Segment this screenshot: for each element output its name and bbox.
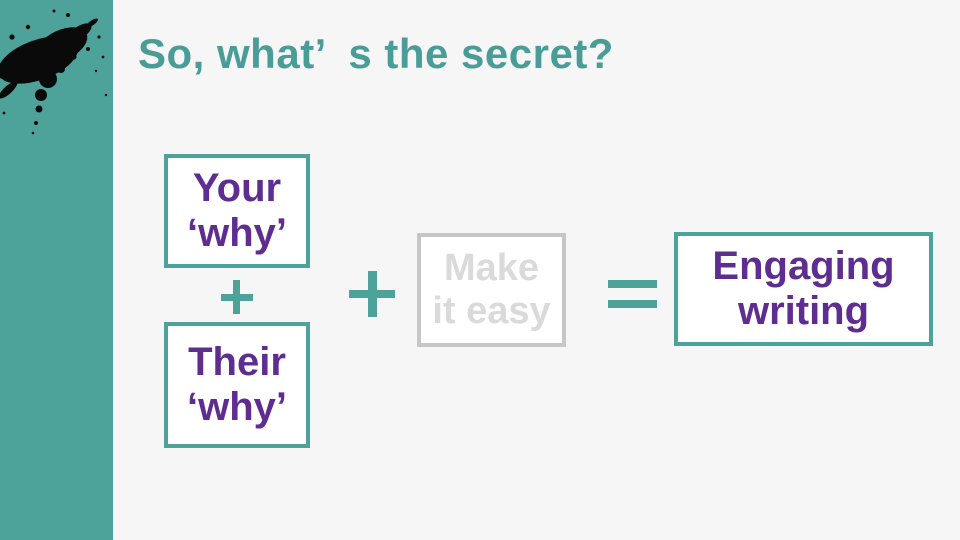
operand-your-line2: ‘why’ [186, 211, 288, 255]
ink-splatter-icon [0, 9, 108, 135]
sidebar-accent-bar [0, 0, 113, 540]
operand-their-line2: ‘why’ [186, 385, 288, 429]
result-line1: Engaging [712, 243, 895, 288]
operand-box-make-it-easy: Make it easy [417, 233, 566, 347]
equals-operator [608, 280, 657, 308]
operand-box-your-why: Your ‘why’ [164, 154, 310, 268]
result-line2: writing [737, 289, 870, 333]
operand-box-their-why: Their ‘why’ [164, 322, 310, 448]
page-title: So, what’ s the secret? [138, 30, 614, 77]
operand-make-line1: Make [443, 247, 540, 290]
plus-operator-large [349, 271, 395, 317]
result-box-engaging-writing: Engaging writing [674, 232, 933, 346]
operand-your-line1: Your [192, 165, 282, 210]
operand-make-line2: it easy [432, 290, 551, 332]
plus-operator-small [221, 280, 253, 314]
operand-their-line1: Their [188, 339, 286, 384]
